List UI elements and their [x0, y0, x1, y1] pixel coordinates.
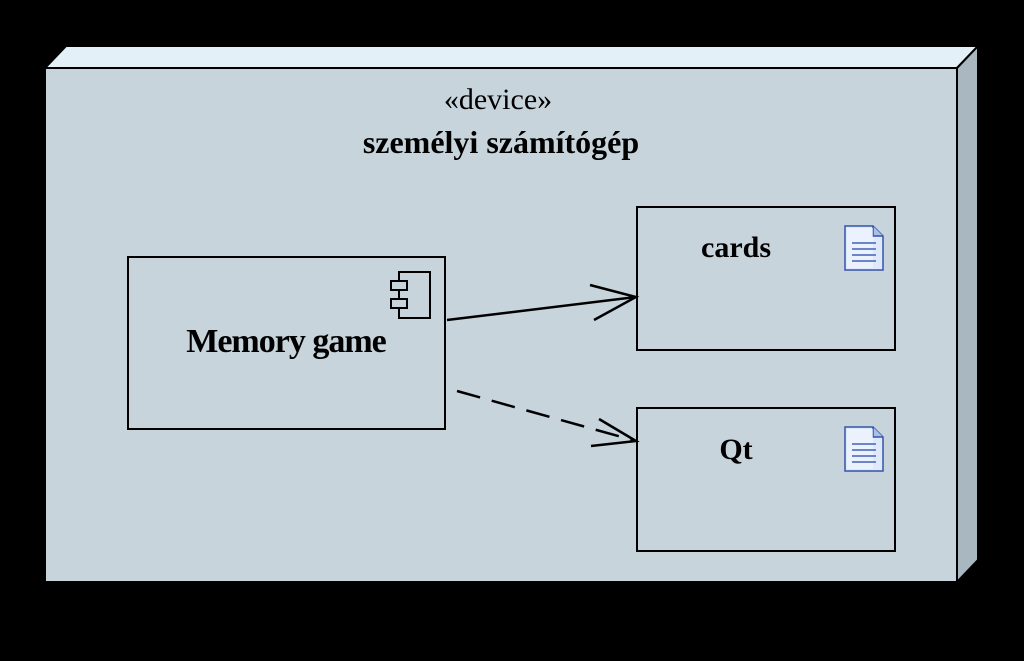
- connection-memory-game-to-cards[interactable]: [446, 283, 640, 322]
- connection-memory-game-to-qt[interactable]: [456, 389, 640, 448]
- artifact-qt[interactable]: Qt: [636, 407, 896, 552]
- node-side-face: [956, 43, 979, 585]
- artifact-name-cards: cards: [701, 231, 771, 264]
- document-icon: [844, 426, 884, 472]
- node-name: személyi számítógép: [363, 124, 639, 160]
- artifact-cards[interactable]: cards: [636, 206, 896, 351]
- component-name: Memory game: [186, 323, 386, 360]
- node-stereotype: «device»: [444, 83, 552, 116]
- component-memory-game[interactable]: Memory game: [127, 256, 446, 430]
- node-top-face: [42, 45, 981, 69]
- document-icon: [844, 225, 884, 271]
- artifact-name-qt: Qt: [719, 433, 752, 466]
- component-icon: [390, 271, 431, 319]
